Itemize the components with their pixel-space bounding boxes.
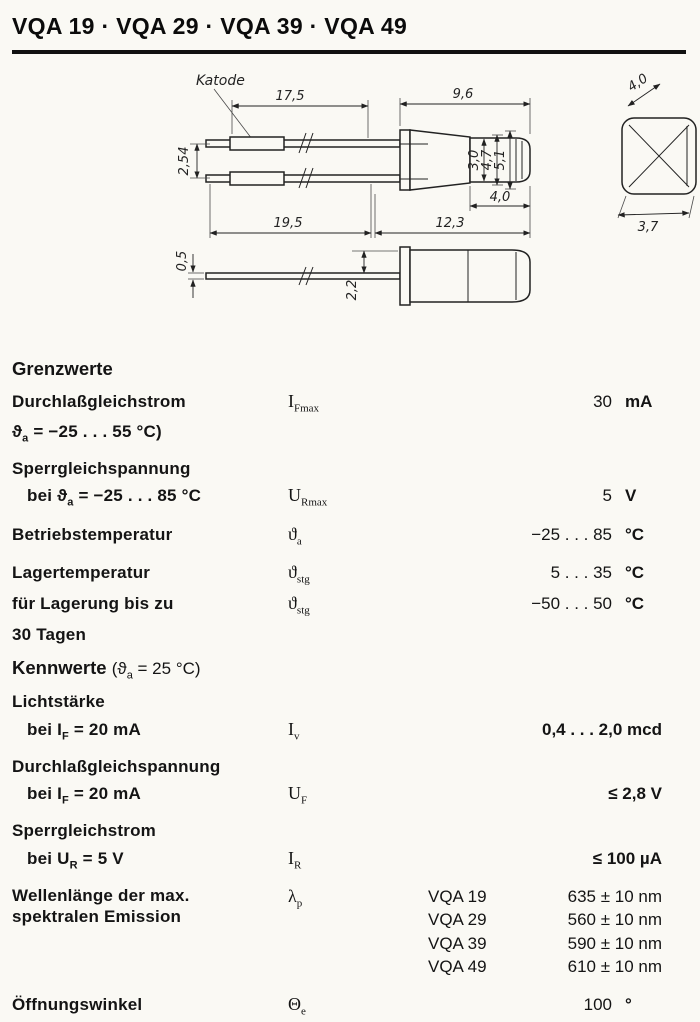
symbol: IFmax — [288, 390, 320, 415]
top-view: Katode 17,5 9,6 2,54 3,0 4,7 — [177, 73, 531, 238]
symbol: IR — [288, 847, 302, 872]
param-label: Durchlaßgleichspannung — [12, 756, 221, 776]
value: 5 . . . 35 — [550, 562, 612, 582]
unit: °C — [625, 562, 645, 582]
param-label: Lagertemperatur — [12, 562, 151, 582]
value: ≤ 100 µA — [592, 848, 662, 868]
param-label: Lichtstärke — [12, 692, 105, 712]
symbol: Θe — [288, 994, 306, 1018]
variant-row: VQA 49 610 ± 10 nm — [428, 955, 662, 978]
variant-model: VQA 39 — [428, 933, 487, 953]
symbol: UF — [288, 783, 308, 807]
kennwerte-condition: (ϑa = 25 °C) — [111, 659, 201, 682]
symbol: λp — [288, 886, 303, 910]
variant-row: VQA 29 560 ± 10 nm — [428, 908, 662, 931]
table-row: Durchlaßgleichspannung — [12, 753, 662, 779]
technical-drawing: Katode 17,5 9,6 2,54 3,0 4,7 — [0, 54, 700, 346]
dim-body-top: 9,6 — [453, 87, 474, 102]
table-row: bei IF = 20 mA UF ≤ 2,8 V — [12, 780, 662, 811]
param-label: für Lagerung bis zu — [12, 594, 174, 614]
dim-front-diag: 4,0 — [625, 71, 651, 95]
unit: °C — [625, 524, 645, 544]
variant-value: 635 ± 10 nm — [567, 887, 662, 907]
section-heading-grenzwerte: Grenzwerte — [12, 358, 113, 379]
table-row: ϑa = −25 . . . 55 °C) — [12, 418, 662, 448]
symbol: Iv — [288, 718, 300, 743]
value: 30 — [593, 391, 612, 411]
dim-pitch: 2,54 — [177, 147, 192, 176]
value: ≤ 2,8 V — [608, 784, 662, 804]
spec-content: Grenzwerte Durchlaßgleichstrom IFmax 30 … — [0, 346, 700, 1022]
variant-value: 610 ± 10 nm — [567, 956, 662, 976]
dim-lead-thickness: 0,5 — [175, 251, 190, 272]
param-label: Durchlaßgleichstrom — [12, 391, 186, 411]
dim-5-1: 5,1 — [493, 150, 508, 171]
dim-lead-offset: 2,2 — [345, 280, 360, 301]
value: −25 . . . 85 — [531, 524, 612, 544]
value: −50 . . . 50 — [531, 594, 612, 614]
param-label: bei IF = 20 mA — [27, 784, 141, 807]
param-label: Wellenlänge der max. spektralen Emission — [12, 886, 190, 927]
param-label: bei UR = 5 V — [27, 848, 124, 872]
dim-body-total: 12,3 — [436, 216, 465, 231]
dim-3-0: 3,0 — [467, 150, 482, 171]
unit: V — [625, 486, 637, 506]
wavelength-variants: VQA 19 635 ± 10 nm VQA 29 560 ± 10 nm VQ… — [416, 885, 662, 978]
variant-row: VQA 39 590 ± 10 nm — [428, 932, 662, 955]
front-view: 4,0 3,7 — [617, 71, 697, 235]
param-label: Öffnungswinkel — [12, 995, 143, 1015]
param-label: bei IF = 20 mA — [27, 719, 141, 742]
page-header: VQA 19 · VQA 29 · VQA 39 · VQA 49 — [0, 0, 700, 54]
unit: ° — [625, 995, 632, 1015]
table-row: Sperrgleichspannung — [12, 455, 662, 481]
dim-nose-len: 4,0 — [490, 190, 511, 205]
dim-front-width: 3,7 — [638, 220, 659, 235]
section-heading-kennwerte: Kennwerte (ϑa = 25 °C) — [12, 657, 201, 682]
dim-4-7: 4,7 — [480, 149, 495, 170]
param-label: Betriebstemperatur — [12, 524, 173, 544]
side-view: 0,5 2,2 — [175, 246, 531, 306]
page-title: VQA 19 · VQA 29 · VQA 39 · VQA 49 — [12, 13, 408, 39]
table-row: bei ϑa = −25 . . . 85 °C URmax 5 V — [12, 482, 662, 513]
dim-lead-total: 19,5 — [274, 216, 303, 231]
variant-model: VQA 49 — [428, 956, 487, 976]
dim-lead-top: 17,5 — [276, 89, 305, 104]
table-row: Betriebstemperatur ϑa −25 . . . 85 °C — [12, 520, 662, 551]
value: 100 — [583, 995, 612, 1015]
param-label: Sperrgleichstrom — [12, 821, 156, 841]
unit: mA — [625, 391, 653, 411]
table-row: Lichtstärke — [12, 689, 662, 715]
variant-row: VQA 19 635 ± 10 nm — [428, 885, 662, 908]
symbol: URmax — [288, 485, 328, 509]
table-row: Durchlaßgleichstrom IFmax 30 mA — [12, 387, 662, 418]
param-label: 30 Tagen — [12, 624, 87, 644]
variant-value: 560 ± 10 nm — [567, 910, 662, 930]
variant-model: VQA 29 — [428, 910, 487, 930]
table-row: Sperrgleichstrom — [12, 818, 662, 844]
value: 0,4 . . . 2,0 mcd — [541, 719, 662, 739]
symbol: ϑa — [288, 523, 302, 548]
table-row: bei UR = 5 V IR ≤ 100 µA — [12, 844, 662, 875]
param-label: ϑa = −25 . . . 55 °C) — [12, 421, 162, 445]
table-row: bei IF = 20 mA Iv 0,4 . . . 2,0 mcd — [12, 715, 662, 746]
title-rule — [12, 50, 686, 54]
variant-model: VQA 19 — [428, 887, 487, 907]
value: 5 — [602, 486, 612, 506]
unit: °C — [625, 594, 645, 614]
katode-label: Katode — [196, 73, 245, 89]
table-row: 30 Tagen — [12, 621, 662, 647]
opening-angle-row: Öffnungswinkel Θe 100 ° — [12, 991, 662, 1022]
led-dimension-drawing: Katode 17,5 9,6 2,54 3,0 4,7 — [175, 71, 697, 306]
param-label: Sperrgleichspannung — [12, 458, 191, 478]
symbol: ϑstg — [288, 561, 310, 586]
symbol: ϑstg — [288, 593, 310, 617]
table-row: Lagertemperatur ϑstg 5 . . . 35 °C — [12, 558, 662, 589]
param-label: bei ϑa = −25 . . . 85 °C — [27, 486, 202, 509]
variant-value: 590 ± 10 nm — [567, 933, 662, 953]
table-row: für Lagerung bis zu ϑstg −50 . . . 50 °C — [12, 590, 662, 621]
